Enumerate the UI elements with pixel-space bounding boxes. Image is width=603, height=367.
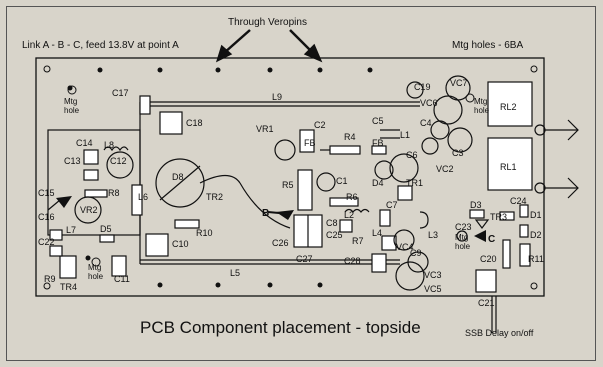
label-C10: C10 [172,239,189,249]
label-TR2: TR2 [206,192,223,202]
label-C3: C3 [452,148,464,158]
label-RL2: RL2 [500,102,517,112]
mtg-hole-label-2b: hole [88,272,104,281]
label-C13: C13 [64,156,81,166]
mtg-hole-label-1b: hole [64,106,80,115]
label-D2: D2 [530,230,542,240]
label-RL1: RL1 [500,162,517,172]
label-point-B: B [262,208,269,219]
label-L2: L2 [344,210,354,220]
label-VC4: VC4 [396,242,414,252]
label-C24: C24 [510,196,527,206]
through-veropins-label: Through Veropins [228,17,307,28]
label-L9: L9 [272,92,282,102]
mtg-hole-label-3b: hole [474,106,490,115]
mtg-hole-label-4b: hole [455,242,471,251]
label-C19: C19 [414,82,431,92]
label-C27: C27 [296,254,313,264]
label-L4: L4 [372,228,382,238]
label-C7: C7 [386,200,398,210]
label-R6: R6 [346,192,358,202]
mtg-hole-label-4: Mtg [455,233,468,242]
label-R4: R4 [344,132,356,142]
label-TR3: TR3 [490,212,507,222]
label-D3: D3 [470,200,482,210]
label-VC5: VC5 [424,284,442,294]
label-VC7: VC7 [450,78,468,88]
label-FB1: FB [304,138,316,148]
link-note: Link A - B - C, feed 13.8V at point A [22,40,179,51]
label-D8: D8 [172,172,184,182]
ssb-delay-label: SSB Delay on/off [465,328,534,338]
label-C16: C16 [38,212,55,222]
label-L6: L6 [138,192,148,202]
label-C14: C14 [76,138,93,148]
label-VR1: VR1 [256,124,274,134]
label-R8: R8 [108,188,120,198]
label-L8: L8 [104,140,114,150]
label-D5: D5 [100,224,112,234]
label-C12: C12 [110,156,127,166]
label-C1: C1 [336,176,348,186]
label-point-C: C [488,234,495,245]
label-TR1: TR1 [406,178,423,188]
figure-caption: PCB Component placement - topside [140,318,421,337]
label-L7: L7 [66,225,76,235]
label-FB2: FB [372,138,384,148]
label-C23: C23 [455,222,472,232]
label-VR2: VR2 [80,205,98,215]
label-C28: C28 [344,256,361,266]
label-VC2: VC2 [436,164,454,174]
label-R7: R7 [352,236,364,246]
mtg-holes-label: Mtg holes - 6BA [452,40,524,51]
figure-frame [6,6,596,361]
mtg-hole-label-1: Mtg [64,97,77,106]
label-C6: C6 [406,150,418,160]
label-D1: D1 [530,210,542,220]
label-C5: C5 [372,116,384,126]
mtg-hole-label-3: Mtg [474,97,487,106]
pcb-outline [35,57,545,297]
label-L5: L5 [230,268,240,278]
label-L1: L1 [400,130,410,140]
label-C22: C22 [38,237,55,247]
label-VC3: VC3 [424,270,442,280]
label-VC6: VC6 [420,98,438,108]
mtg-hole-label-2: Mtg [88,263,101,272]
component-labels: C17 C18 C14 C13 L8 C12 D8 TR2 L6 R8 C15 … [38,78,544,308]
label-C11: C11 [114,274,130,284]
label-D4: D4 [372,178,384,188]
veropin-arrows [215,29,323,63]
label-C15: C15 [38,188,55,198]
label-C4: C4 [420,118,432,128]
label-L3: L3 [428,230,438,240]
label-C25: C25 [326,230,343,240]
label-C17: C17 [112,88,129,98]
label-R11: R11 [528,254,544,264]
label-C2: C2 [314,120,326,130]
label-R10: R10 [196,228,213,238]
label-C26: C26 [272,238,289,248]
label-C21: C21 [478,298,495,308]
label-C9: C9 [410,248,422,258]
label-C20: C20 [480,254,497,264]
label-C8: C8 [326,218,338,228]
label-R9: R9 [44,274,56,284]
label-R5: R5 [282,180,294,190]
label-TR4: TR4 [60,282,77,292]
label-C18: C18 [186,118,203,128]
